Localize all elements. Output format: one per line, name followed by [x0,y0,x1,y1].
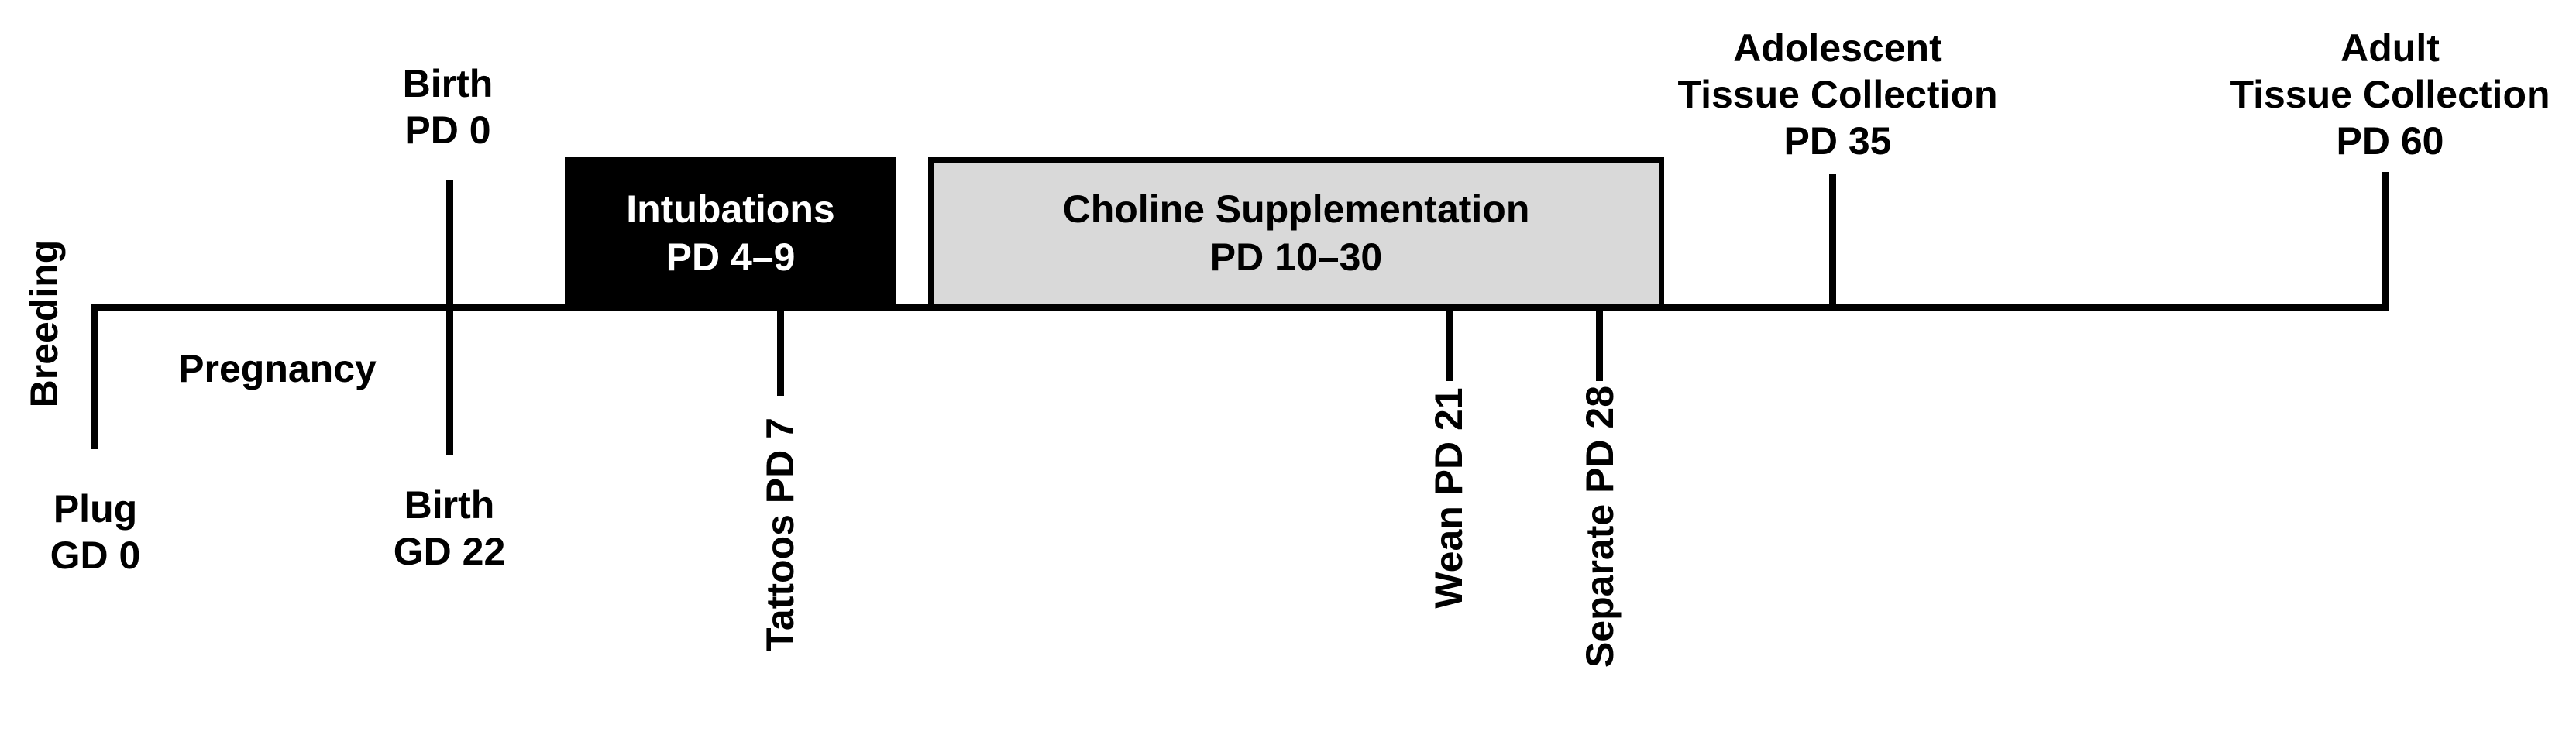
birth-gd-milestone-label: Birth GD 22 [394,482,506,575]
birth-gd-label-line2: GD 22 [393,530,506,573]
wean-milestone-label: Wean PD 21 [1427,387,1470,609]
adult-collection-label: Adult Tissue Collection PD 60 [2230,25,2550,164]
plug-label-line2: GD 0 [50,534,141,577]
adolescent-label-line1: Adolescent [1733,26,1942,70]
plug-milestone-label: Plug GD 0 [50,486,141,579]
adult-label-line3: PD 60 [2336,119,2444,163]
tick-wean-pd21 [1446,309,1453,381]
adult-label-line1: Adult [2340,26,2440,70]
birth-pd-milestone-label: Birth PD 0 [403,60,494,153]
intubations-period-box: Intubations PD 4–9 [565,157,896,309]
birth-pd-label-line2: PD 0 [404,108,491,152]
breeding-phase-label: Breeding [22,239,66,408]
tick-birth [446,180,453,455]
birth-pd-label-line1: Birth [402,62,494,105]
tick-tattoos-pd7 [777,309,784,396]
tick-adult-pd60 [2382,172,2389,306]
plug-label-line1: Plug [53,487,138,531]
choline-box-title: Choline Supplementation [1062,187,1530,231]
tick-plug-gd0 [91,304,98,449]
tick-separate-pd28 [1596,309,1603,381]
intubations-box-range: PD 4–9 [665,235,796,279]
tattoos-milestone-label: Tattoos PD 7 [758,417,802,651]
choline-box-range: PD 10–30 [1209,235,1383,279]
pregnancy-phase-label: Pregnancy [178,347,377,390]
adolescent-label-line3: PD 35 [1783,119,1892,163]
birth-gd-label-line1: Birth [404,483,495,527]
intubations-box-title: Intubations [626,187,835,231]
adolescent-collection-label: Adolescent Tissue Collection PD 35 [1677,25,1997,164]
separate-milestone-label: Separate PD 28 [1578,385,1622,668]
adult-label-line2: Tissue Collection [2230,73,2550,116]
tick-adolescent-pd35 [1829,174,1836,306]
choline-supplementation-period-box: Choline Supplementation PD 10–30 [928,157,1664,309]
adolescent-label-line2: Tissue Collection [1677,73,1998,116]
